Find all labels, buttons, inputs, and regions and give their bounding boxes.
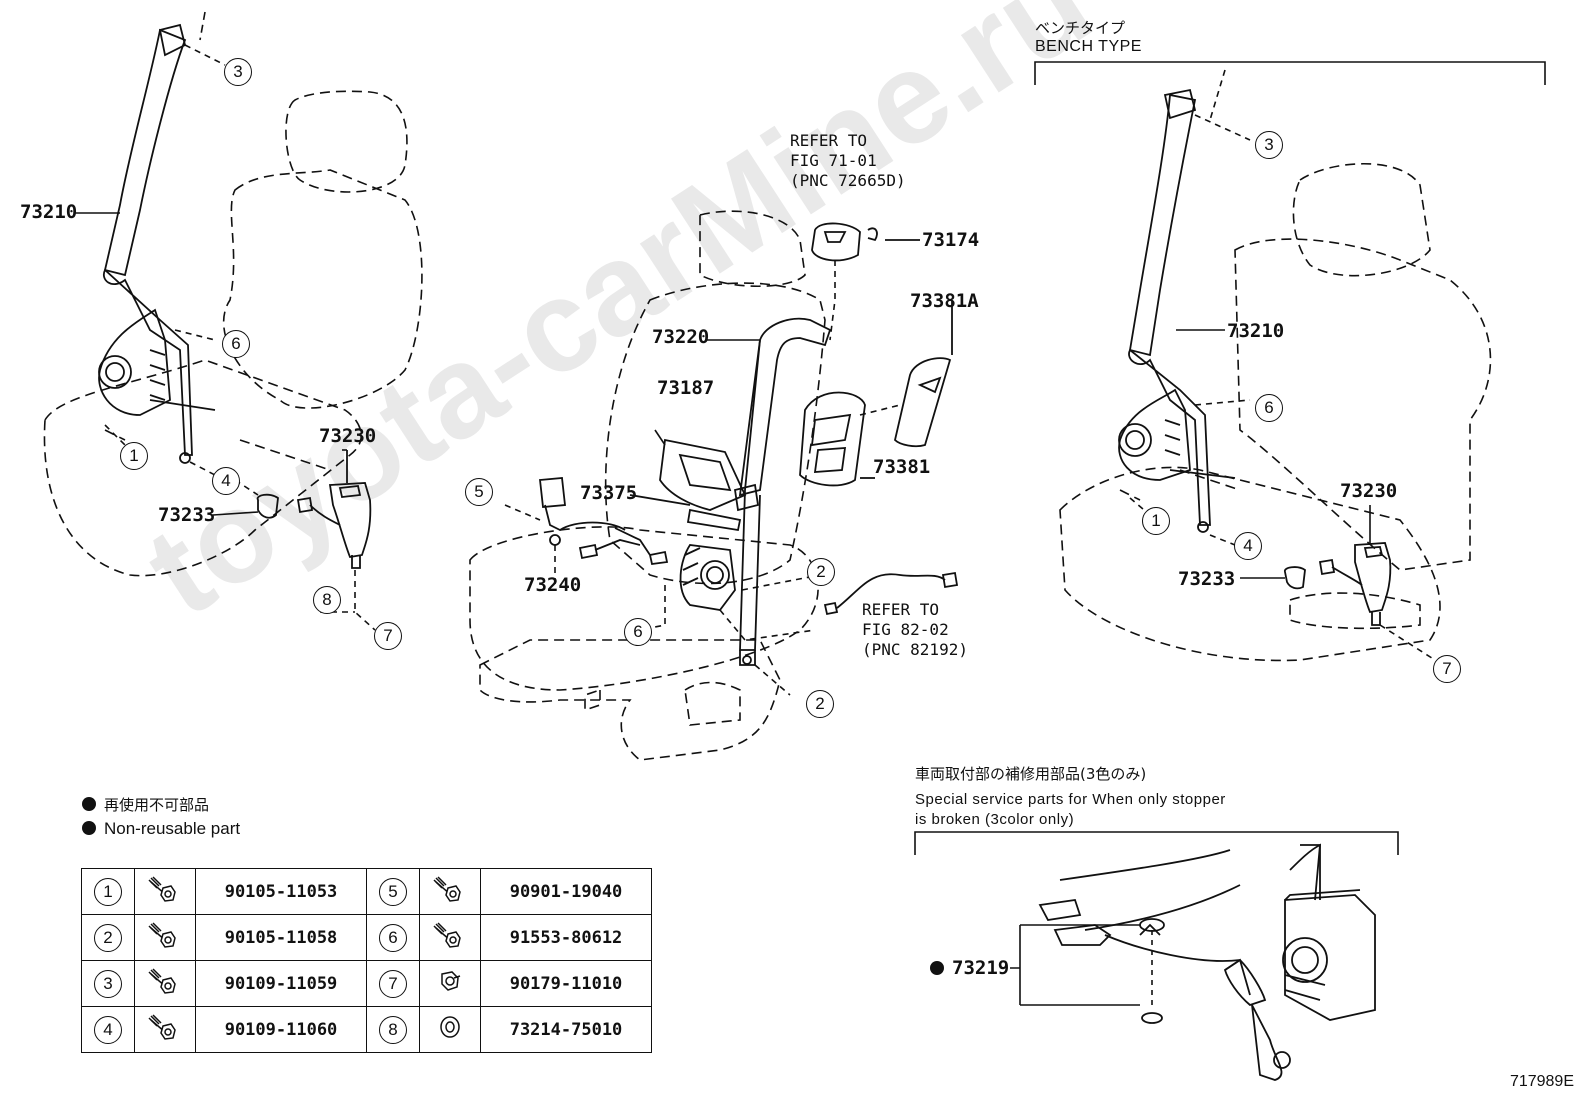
callout-number: 7 bbox=[379, 969, 407, 998]
callout-5: 5 bbox=[465, 478, 493, 506]
special-title-jp: 車両取付部の補修用部品(3色のみ) bbox=[915, 765, 1147, 783]
callout-number: 1 bbox=[94, 877, 122, 906]
non-reusable-dot-icon bbox=[930, 961, 944, 975]
callout-3: 3 bbox=[224, 58, 252, 86]
callout-7: 7 bbox=[1433, 655, 1461, 683]
parts-table-row: 1 90105-11053 5 90901-19040 bbox=[81, 868, 652, 915]
part-number: 90105-11053 bbox=[195, 868, 367, 915]
parts-table-row: 2 90105-11058 6 91553-80612 bbox=[81, 914, 652, 961]
special-title-en-2: is broken (3color only) bbox=[915, 811, 1075, 828]
parts-table-cell: 2 bbox=[81, 914, 135, 961]
parts-table-cell: 4 bbox=[81, 1006, 135, 1053]
parts-table-row: 3 90109-11059 7 90179-11010 bbox=[81, 960, 652, 1007]
center-parts bbox=[539, 222, 959, 616]
part-number: 90109-11059 bbox=[195, 960, 367, 1007]
bench-seat-outline bbox=[1059, 162, 1492, 662]
center-seat-outline bbox=[469, 210, 826, 761]
left-seat-outline bbox=[43, 90, 423, 577]
part-label-73230: 73230 bbox=[319, 425, 377, 447]
refer-to-fig-71-01: REFER TO FIG 71-01 (PNC 72665D) bbox=[790, 131, 906, 190]
callout-2: 2 bbox=[807, 558, 835, 586]
legend-en: Non-reusable part bbox=[82, 819, 240, 839]
special-parts bbox=[1038, 843, 1376, 1081]
part-label-73210: 73210 bbox=[1227, 320, 1285, 342]
parts-table-cell: 3 bbox=[81, 960, 135, 1007]
part-number: 73219 bbox=[952, 957, 1010, 979]
bench-title-en: BENCH TYPE bbox=[1035, 38, 1142, 55]
center-belt bbox=[679, 317, 832, 666]
bolt-icon bbox=[134, 1006, 196, 1053]
part-number: 90179-11010 bbox=[480, 960, 652, 1007]
bench-bracket bbox=[1034, 61, 1546, 85]
part-label-73230: 73230 bbox=[1340, 480, 1398, 502]
bolt-icon bbox=[134, 868, 196, 915]
callout-4: 4 bbox=[212, 467, 240, 495]
callout-number: 6 bbox=[379, 923, 407, 952]
special-title-en-1: Special service parts for When only stop… bbox=[915, 791, 1226, 808]
figure-id: 717989E bbox=[1509, 1073, 1574, 1090]
non-reusable-dot-icon bbox=[82, 797, 96, 811]
part-label-73210: 73210 bbox=[20, 201, 78, 223]
parts-table-row: 4 90109-11060 8 73214-75010 bbox=[81, 1006, 652, 1053]
callout-number: 5 bbox=[379, 877, 407, 906]
part-label-73381: 73381 bbox=[873, 456, 931, 478]
bolt-icon bbox=[134, 914, 196, 961]
bench-belt bbox=[1118, 88, 1392, 626]
parts-table-cell: 7 bbox=[366, 960, 420, 1007]
part-label-73219: 73219 bbox=[930, 959, 1009, 978]
part-label-73233: 73233 bbox=[1178, 568, 1236, 590]
callout-8: 8 bbox=[313, 586, 341, 614]
part-label-73220: 73220 bbox=[652, 326, 710, 348]
left-buckle bbox=[296, 450, 372, 569]
refer-to-fig-82-02: REFER TO FIG 82-02 (PNC 82192) bbox=[862, 600, 968, 659]
part-label-73381A: 73381A bbox=[910, 290, 979, 312]
legend-jp-text: 再使用不可部品 bbox=[104, 796, 210, 814]
bench-dashes bbox=[1129, 69, 1436, 661]
bolt-icon bbox=[419, 914, 481, 961]
callout-6: 6 bbox=[222, 330, 250, 358]
parts-table-cell: 1 bbox=[81, 868, 135, 915]
bench-title-jp: ベンチタイプ bbox=[1035, 19, 1126, 37]
left-belt bbox=[98, 23, 216, 464]
callout-1: 1 bbox=[1142, 507, 1170, 535]
callout-number: 3 bbox=[94, 969, 122, 998]
part-label-73187: 73187 bbox=[657, 377, 715, 399]
callout-6: 6 bbox=[1255, 394, 1283, 422]
callout-3: 3 bbox=[1255, 131, 1283, 159]
part-number: 90105-11058 bbox=[195, 914, 367, 961]
part-label-73174: 73174 bbox=[922, 229, 980, 251]
special-bracket bbox=[914, 831, 1399, 855]
parts-table-cell: 6 bbox=[366, 914, 420, 961]
part-number: 90901-19040 bbox=[480, 868, 652, 915]
legend-jp: 再使用不可部品 bbox=[82, 794, 209, 815]
callout-number: 8 bbox=[379, 1015, 407, 1044]
callout-4: 4 bbox=[1234, 532, 1262, 560]
nut-icon bbox=[419, 960, 481, 1007]
callout-6: 6 bbox=[624, 618, 652, 646]
part-number: 90109-11060 bbox=[195, 1006, 367, 1053]
center-dashes bbox=[504, 260, 901, 696]
washer-icon bbox=[419, 1006, 481, 1053]
parts-table: 1 90105-11053 5 90901-19040 2 90105-11058 6 915… bbox=[81, 868, 652, 1053]
part-number: 73214-75010 bbox=[480, 1006, 652, 1053]
parts-table-cell: 5 bbox=[366, 868, 420, 915]
callout-1: 1 bbox=[120, 442, 148, 470]
callout-number: 2 bbox=[94, 923, 122, 952]
parts-table-cell: 8 bbox=[366, 1006, 420, 1053]
callout-number: 4 bbox=[94, 1015, 122, 1044]
non-reusable-dot-icon bbox=[82, 821, 96, 835]
bolt-icon bbox=[419, 868, 481, 915]
part-number: 91553-80612 bbox=[480, 914, 652, 961]
callout-2: 2 bbox=[806, 690, 834, 718]
callout-7: 7 bbox=[374, 622, 402, 650]
legend-en-text: Non-reusable part bbox=[104, 819, 241, 838]
bolt-icon bbox=[134, 960, 196, 1007]
part-label-73233: 73233 bbox=[158, 504, 216, 526]
part-label-73240: 73240 bbox=[524, 574, 582, 596]
part-label-73375: 73375 bbox=[580, 482, 638, 504]
